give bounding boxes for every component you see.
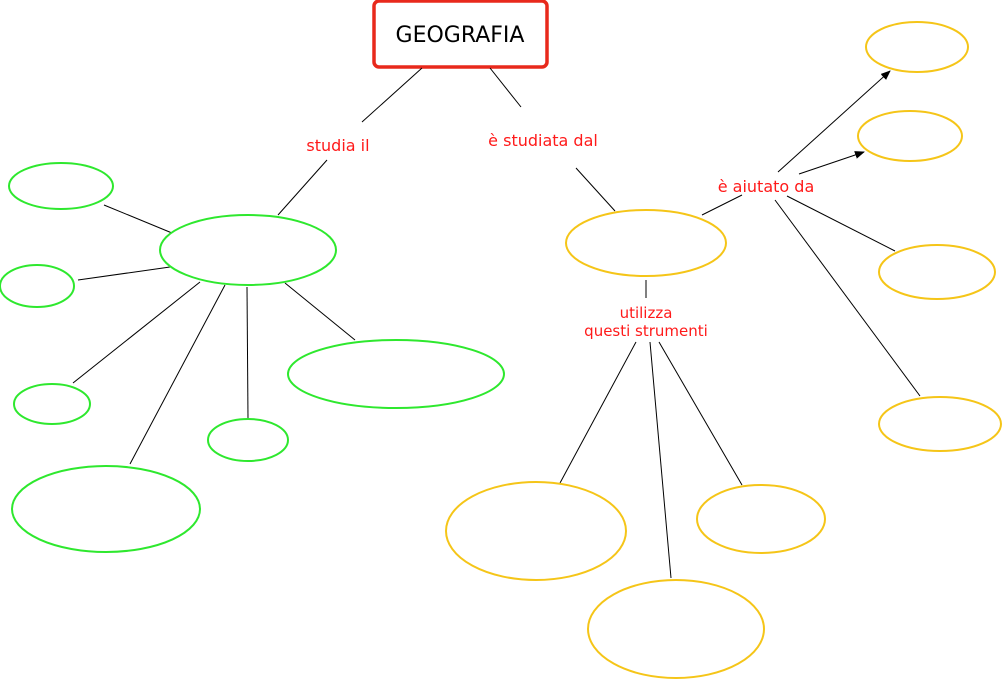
connector — [277, 159, 328, 216]
orange-node[interactable] — [587, 579, 765, 679]
connector — [77, 266, 171, 281]
orange-node[interactable] — [445, 481, 627, 581]
green-center-node[interactable] — [159, 214, 337, 286]
arrow-connector — [777, 70, 891, 173]
orange-center-node[interactable] — [565, 209, 727, 277]
link-label-strumenti: questi strumenti — [584, 322, 708, 340]
green-node[interactable] — [287, 339, 505, 409]
connector — [489, 67, 522, 108]
orange-node[interactable] — [878, 244, 996, 300]
arrow-connector — [798, 151, 865, 175]
connector — [103, 204, 173, 234]
link-label-studia: studia il — [306, 136, 369, 155]
connector — [774, 199, 921, 397]
connector — [658, 341, 743, 486]
green-node[interactable] — [0, 264, 75, 308]
connector — [701, 194, 743, 216]
connector — [575, 167, 616, 212]
green-node[interactable] — [8, 162, 114, 210]
link-label-studiata: è studiata dal — [488, 131, 598, 150]
green-node[interactable] — [207, 418, 289, 462]
green-node[interactable] — [11, 465, 201, 553]
connector — [361, 67, 423, 123]
green-node[interactable] — [13, 383, 91, 425]
connector — [649, 341, 672, 579]
connector — [559, 341, 637, 484]
link-label-aiutato: è aiutato da — [718, 177, 815, 196]
connector — [72, 281, 201, 384]
connector — [246, 286, 249, 420]
connector — [786, 195, 896, 252]
link-label-utilizza: utilizza — [620, 304, 673, 322]
title-text: GEOGRAFIA — [396, 23, 525, 48]
orange-node[interactable] — [696, 484, 826, 554]
title-box[interactable] — [372, 0, 549, 69]
orange-node[interactable] — [865, 21, 969, 73]
orange-node[interactable] — [857, 110, 963, 162]
connector — [129, 284, 226, 465]
orange-node[interactable] — [878, 396, 1002, 452]
connector — [284, 282, 356, 341]
